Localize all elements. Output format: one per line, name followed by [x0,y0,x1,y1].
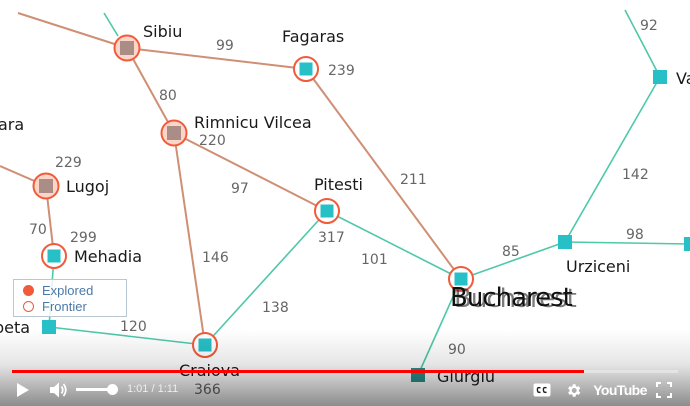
edge-rimnicu-pitesti [173,132,328,212]
captions-button[interactable] [530,374,554,406]
cost-pitesti-craiova: 138 [262,300,289,316]
volume-button[interactable] [44,374,74,406]
cost-mehadia-total: 299 [70,230,97,246]
fullscreen-button[interactable] [652,374,676,406]
cost-fagaras-total: 239 [328,63,355,79]
time-separator: / [151,383,155,395]
edge-sibiu-fagaras [126,47,307,70]
label-rimnicu-vilcea: Rimnicu Vilcea [194,113,312,132]
node-drobeta [42,320,56,334]
youtube-logo-button[interactable]: YouTube [593,382,647,398]
node-sibiu [113,34,141,62]
progress-played [12,370,585,373]
legend-explored-label: Explored [42,282,94,298]
node-vaslui [653,70,667,84]
node-hirsova [684,237,690,251]
volume-slider[interactable] [76,374,122,406]
node-fagaras [293,56,319,82]
label-bucharest: Bucharest [450,283,573,313]
node-craiova [192,332,218,358]
legend-explored: Explored [23,282,93,298]
edge-pitesti-bucharest [326,210,462,280]
progress-bar[interactable] [12,370,678,373]
cost-vaslui-top: 92 [640,18,658,34]
label-lugoj: Lugoj [66,177,109,196]
node-mehadia [41,243,67,269]
fullscreen-icon [656,382,672,398]
edge-rimnicu-craiova [173,132,206,346]
cost-sibiu-fagaras: 99 [216,38,234,54]
map-legend: Explored Frontier [13,279,127,317]
edge-vaslui-iasi [624,9,661,78]
explored-dot-icon [23,284,34,296]
edge-urziceni-hirsova [564,241,690,245]
label-fagaras: Fagaras [282,27,344,46]
cost-rimnicu-craiova: 146 [202,250,229,266]
edge-bucharest-urziceni [460,241,566,280]
cost-pitesti-total: 317 [318,230,345,246]
cost-rimnicu-pitesti: 97 [231,181,249,197]
cost-drobeta-craiova: 120 [120,319,147,335]
edge-fagaras-bucharest [305,68,462,280]
legend-frontier: Frontier [23,298,87,314]
volume-icon [50,382,67,398]
play-icon [17,383,29,397]
volume-knob[interactable] [106,384,118,395]
time-current: 1:01 [127,383,149,395]
edge-sibiu-rimnicu [126,47,175,134]
node-bucharest [448,266,474,292]
legend-frontier-label: Frontier [42,298,87,314]
explored-edges [0,12,462,346]
time-display: 1:01 / 1:11 [127,374,178,406]
label-sibiu: Sibiu [143,22,182,41]
node-urziceni [558,235,572,249]
edge-arad-sibiu [17,12,128,49]
frontier-ring-icon [23,300,34,312]
cost-pitesti-bucharest: 101 [361,252,388,268]
label-bucharest-shadow: Bucharest [454,284,577,314]
time-total: 1:11 [157,383,179,395]
player-controls: 1:01 / 1:11 YouTube [0,374,690,406]
cost-urziceni-hirsova: 98 [626,227,644,243]
volume-track [76,388,116,391]
node-lugoj [32,172,60,200]
node-pitesti [314,198,340,224]
label-pitesti: Pitesti [314,175,363,194]
label-vaslui-partial: Va [676,69,690,88]
label-drobeta-partial: beta [0,318,30,337]
cost-fagaras-bucharest: 211 [400,172,427,188]
play-button[interactable] [8,374,38,406]
settings-button[interactable] [561,374,585,406]
captions-icon [533,383,551,397]
edge-bucharest-giurgiu [417,278,462,376]
cost-rimnicu-total: 220 [199,133,226,149]
edge-pitesti-craiova [204,210,328,346]
cost-craiova-total: 366 [194,382,221,398]
edge-top-stub [103,12,119,37]
label-mehadia: Mehadia [74,247,142,266]
cost-bucharest-giurgiu: 90 [448,342,466,358]
edge-drobeta-craiova [48,326,206,346]
gear-icon [567,383,580,397]
label-urziceni: Urziceni [566,257,630,276]
cost-urziceni-vaslui: 142 [622,167,649,183]
cost-sibiu-rimnicu: 80 [159,88,177,104]
label-arad-partial: ara [0,115,24,134]
edge-urziceni-vaslui [564,76,661,243]
node-rimnicu-vilcea [160,119,188,147]
cost-bucharest-urziceni: 85 [502,244,520,260]
cost-lugoj-mehadia: 70 [29,222,47,238]
cost-lugoj-total: 229 [55,155,82,171]
